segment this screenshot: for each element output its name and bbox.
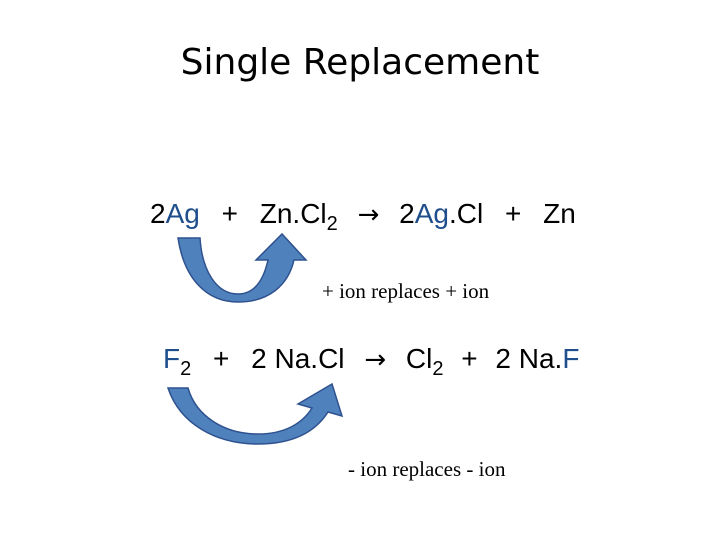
eq2-plus-1: + [213,343,230,374]
eq2-product2-main: 2 Na. [495,343,563,374]
eq2-plus-2: + [461,343,478,374]
caption-1: + ion replaces + ion [322,279,490,303]
eq2-product1-subscript: 2 [432,358,444,380]
eq1-product1-coefficient: 2 [399,198,415,229]
eq1-product1-element: Ag [414,198,449,229]
eq1-reactant2: Zn.Cl [259,198,327,229]
caption-2: - ion replaces - ion [348,457,506,481]
equation-2: F2 + 2 Na.Cl → Cl2 + 2 Na.F [163,341,580,380]
eq2-reactant1-subscript: 2 [180,358,192,380]
eq1-product1-rest: .Cl [448,198,484,229]
eq2-reactant1-element: F [163,343,181,374]
eq1-reactant2-subscript: 2 [326,213,338,235]
eq1-reactant1-element: Ag [165,198,200,229]
eq1-yield-arrow: → [357,200,380,230]
curved-swap-arrow-icon-1 [177,232,308,303]
eq1-plus-2: + [504,198,522,229]
eq1-product2: Zn [543,198,576,229]
slide-title: Single Replacement [180,42,540,83]
eq2-reactant2: 2 Na.Cl [251,343,345,374]
eq2-product1: Cl [405,343,433,374]
equation-1: 2Ag + Zn.Cl2 → 2Ag.Cl + Zn [150,196,576,235]
eq2-product2-element: F [562,343,580,374]
eq2-yield-arrow: → [364,345,387,375]
curved-swap-arrow-icon-2 [166,382,344,445]
eq1-reactant1-coefficient: 2 [150,198,166,229]
eq1-plus-1: + [221,198,238,229]
